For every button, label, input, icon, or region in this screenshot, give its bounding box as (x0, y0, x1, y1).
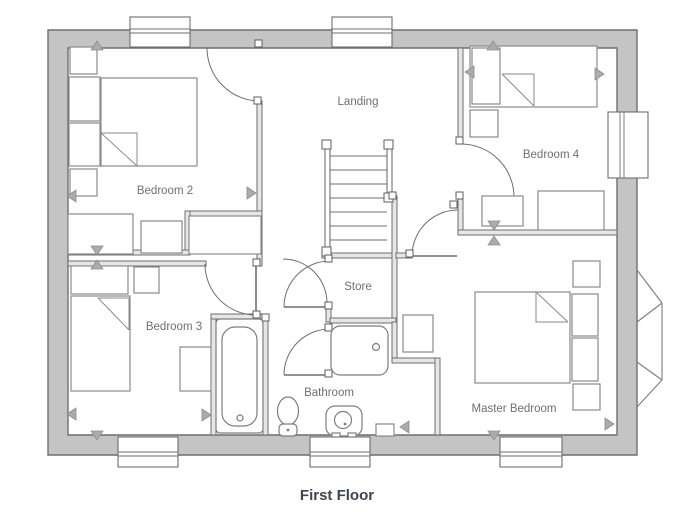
bedroom4-furniture (469, 45, 605, 231)
bay-window (636, 269, 663, 408)
bathroom-fixtures (215, 318, 389, 438)
toilet-icon (276, 396, 300, 437)
room-label-bathroom: Bathroom (304, 387, 354, 399)
bedroom3-door (204, 263, 257, 316)
outer-wall (47, 29, 638, 456)
bedroom3-furniture (70, 265, 212, 392)
double-bed-icon (474, 291, 599, 384)
bathroom-door (283, 328, 331, 376)
window-top-center (331, 16, 393, 48)
single-bed-icon (469, 45, 598, 108)
window-right (607, 111, 649, 179)
landing-door (282, 258, 328, 304)
bedside-table-icon (69, 46, 98, 75)
window-bottom-right (499, 436, 563, 468)
cabinet-icon (375, 423, 395, 437)
window-top-left (129, 16, 191, 48)
bedroom4-door (460, 143, 515, 198)
bedroom2-door (206, 47, 261, 102)
stair-treads (330, 155, 387, 241)
window-bottom-left (117, 436, 179, 468)
bedroom2-furniture (67, 46, 262, 255)
wardrobe-icon (188, 215, 262, 255)
room-label-bedroom4: Bedroom 4 (523, 149, 580, 161)
bedside-table-icon (572, 383, 601, 411)
room-label-master: Master Bedroom (471, 403, 556, 415)
staircase (321, 139, 394, 257)
master-bedroom-door (411, 209, 459, 257)
chest-icon (140, 220, 183, 254)
single-bed-icon (70, 265, 131, 392)
chest-icon (402, 314, 434, 353)
room-label-bedroom3: Bedroom 3 (146, 321, 202, 333)
doors (204, 47, 515, 376)
double-bed-icon (68, 76, 198, 167)
floor-title: First Floor (300, 487, 374, 504)
direction-markers (66, 40, 615, 441)
room-label-store: Store (344, 281, 372, 293)
chest-icon (179, 346, 212, 392)
shower-icon (330, 325, 389, 376)
room-label-landing: Landing (338, 96, 379, 108)
master-furniture (375, 260, 601, 437)
room-label-bedroom2: Bedroom 2 (137, 185, 193, 197)
store-door (283, 260, 331, 308)
chest-icon (537, 190, 605, 231)
window-bottom-center (309, 436, 371, 468)
sink-icon (325, 405, 363, 438)
bedside-table-icon (572, 260, 601, 288)
bathtub-icon (215, 318, 264, 434)
bedside-table-icon (133, 266, 160, 294)
door-jambs (252, 39, 464, 378)
bedside-table-icon (469, 109, 499, 138)
windows (117, 16, 649, 468)
